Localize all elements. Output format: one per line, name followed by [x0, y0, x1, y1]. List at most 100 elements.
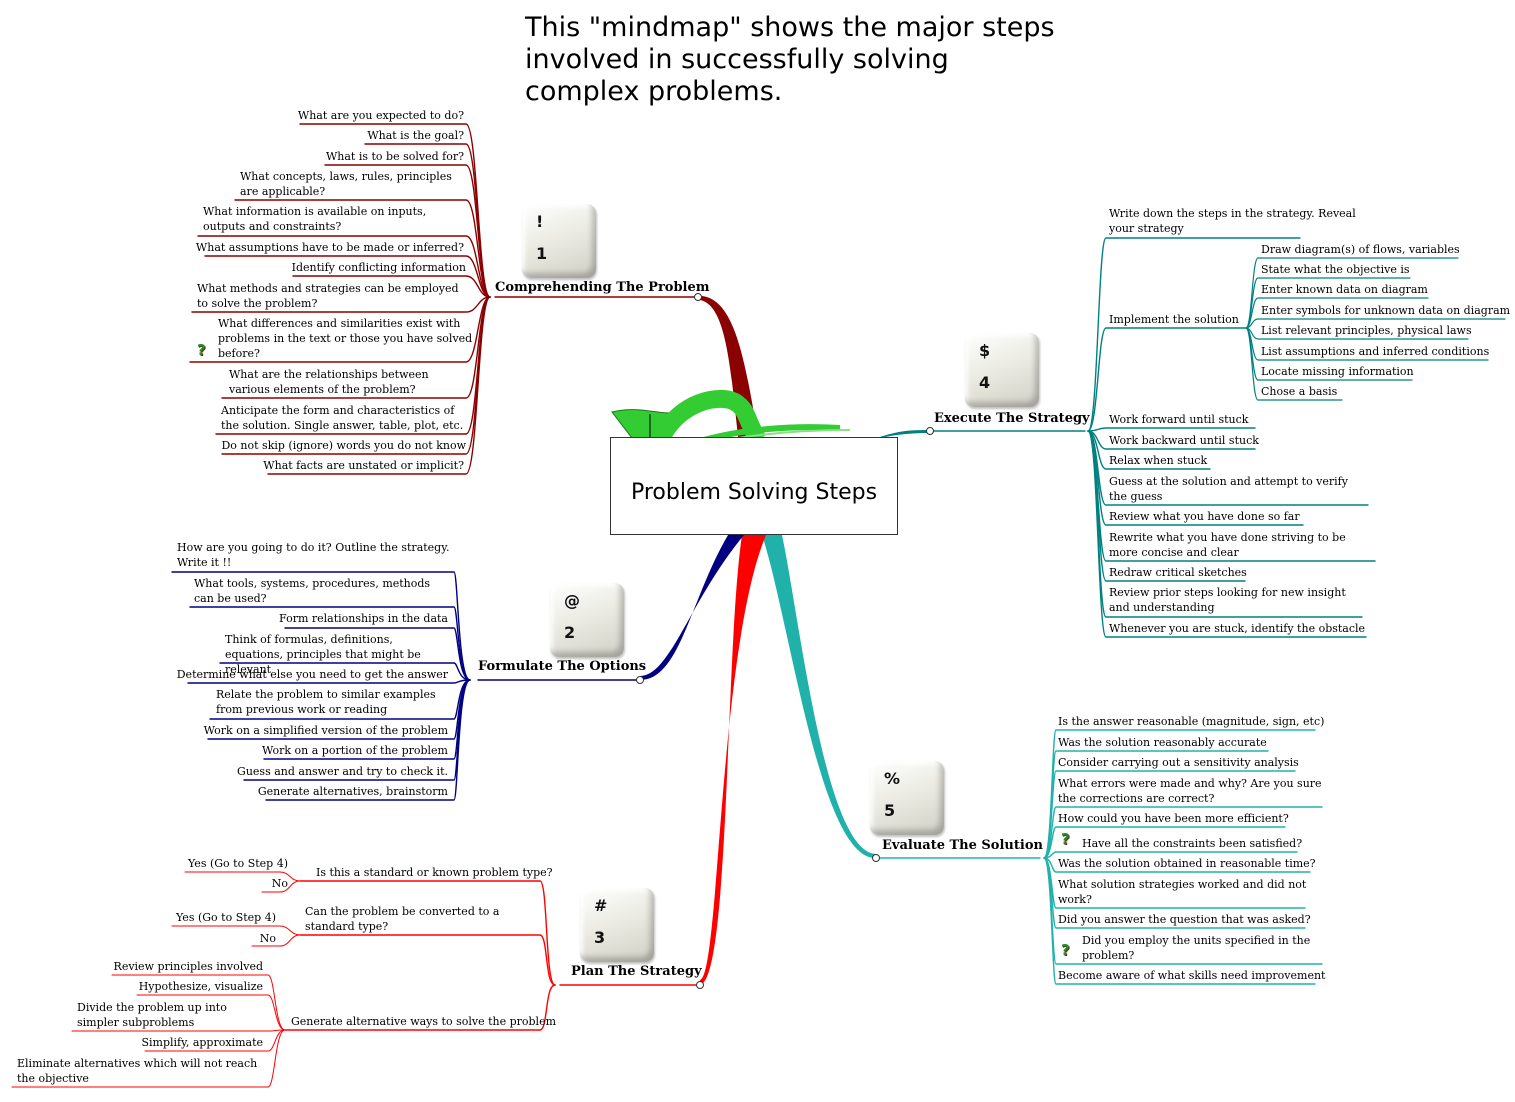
connector — [184, 871, 301, 882]
list-item[interactable]: Was the solution reasonably accurate — [1058, 736, 1267, 749]
list-item[interactable]: What errors were made and why? Are you s… — [1058, 777, 1322, 805]
node-dot — [694, 293, 702, 301]
keycap-number: 2 — [564, 623, 576, 642]
list-item[interactable]: List relevant principles, physical laws — [1261, 324, 1472, 337]
list-item[interactable]: Enter known data on diagram — [1261, 283, 1428, 296]
connector — [284, 984, 556, 1031]
list-item[interactable]: Divide the problem up into simpler subpr… — [77, 1001, 227, 1029]
keycap-symbol: @ — [564, 591, 580, 610]
plan-question-3[interactable]: Generate alternative ways to solve the p… — [291, 1015, 557, 1028]
list-item[interactable]: Hypothesize, visualize — [138, 980, 263, 993]
list-item[interactable]: What is the goal? — [367, 129, 464, 142]
plan-q2-yes[interactable]: Yes (Go to Step 4) — [176, 911, 276, 924]
list-item[interactable]: Review prior steps looking for new insig… — [1109, 586, 1346, 614]
list-item[interactable]: Work backward until stuck — [1109, 434, 1259, 447]
list-item[interactable]: Guess at the solution and attempt to ver… — [1109, 475, 1348, 503]
list-item[interactable]: Eliminate alternatives which will not re… — [17, 1057, 258, 1085]
list-item[interactable]: Work on a simplified version of the prob… — [203, 724, 448, 737]
connector — [111, 974, 286, 1031]
list-item[interactable]: What solution strategies worked and did … — [1058, 878, 1307, 906]
list-item[interactable]: How could you have been more efficient? — [1058, 812, 1289, 825]
list-item[interactable]: Identify conflicting information — [291, 261, 466, 274]
connector — [1043, 857, 1311, 873]
list-item[interactable]: Draw diagram(s) of flows, variables — [1261, 243, 1460, 256]
plan-q1-yes[interactable]: Yes (Go to Step 4) — [188, 857, 288, 870]
list-item[interactable]: What concepts, laws, rules, principles a… — [240, 170, 452, 198]
list-item[interactable]: Relax when stuck — [1109, 454, 1208, 467]
list-item[interactable]: Did you employ the units specified in th… — [1082, 934, 1311, 962]
list-item[interactable]: State what the objective is — [1261, 263, 1410, 276]
list-item[interactable]: Is the answer reasonable (magnitude, sig… — [1058, 715, 1325, 728]
keycap-symbol: % — [884, 769, 901, 788]
list-item[interactable]: What are the relationships between vario… — [229, 368, 429, 396]
branch-title-comprehend[interactable]: Comprehending The Problem — [495, 280, 710, 295]
connector — [299, 934, 556, 986]
keycap-4-icon: $ 4 — [965, 333, 1039, 407]
list-item[interactable]: Do not skip (ignore) words you do not kn… — [221, 439, 466, 452]
list-item[interactable]: Guess and answer and try to check it. — [237, 765, 448, 778]
plan-q1-no[interactable]: No — [271, 877, 288, 890]
list-item[interactable]: Simplify, approximate — [141, 1036, 263, 1049]
execute-implement[interactable]: Implement the solution — [1109, 313, 1239, 326]
list-item[interactable]: What information is available on inputs,… — [203, 205, 427, 233]
caption-line-2: involved in successfully solving — [525, 44, 949, 75]
connector — [221, 296, 491, 399]
connector — [1087, 427, 1256, 432]
list-item[interactable]: What tools, systems, procedures, methods… — [194, 577, 431, 605]
list-item[interactable]: What assumptions have to be made or infe… — [195, 241, 464, 254]
list-item[interactable]: Locate missing information — [1261, 365, 1414, 378]
connector — [191, 296, 491, 313]
trunk-evaluate — [762, 535, 876, 859]
node-dot — [872, 854, 880, 862]
list-item[interactable]: Relate the problem to similar examples f… — [216, 688, 436, 716]
list-item[interactable]: What is to be solved for? — [325, 150, 464, 163]
central-topic[interactable]: Problem Solving Steps — [610, 437, 898, 535]
list-item[interactable]: How are you going to do it? Outline the … — [177, 541, 450, 569]
trunk-plan — [700, 535, 766, 985]
list-item[interactable]: Was the solution obtained in reasonable … — [1058, 857, 1316, 870]
list-item[interactable]: Chose a basis — [1261, 385, 1338, 398]
list-item[interactable]: Have all the constraints been satisfied? — [1082, 837, 1303, 850]
list-item[interactable]: Whenever you are stuck, identify the obs… — [1109, 622, 1366, 635]
list-item[interactable]: Generate alternatives, brainstorm — [257, 785, 448, 798]
caption: This "mindmap" shows the major steps inv… — [525, 12, 1125, 108]
list-item[interactable]: Redraw critical sketches — [1109, 566, 1247, 579]
list-item[interactable]: Consider carrying out a sensitivity anal… — [1058, 756, 1299, 769]
keycap-symbol: ! — [536, 212, 544, 231]
arrow-icon — [611, 389, 851, 446]
plan-question-1[interactable]: Is this a standard or known problem type… — [316, 866, 553, 879]
list-item[interactable]: Anticipate the form and characteristics … — [221, 404, 464, 432]
keycap-symbol: # — [594, 896, 608, 915]
list-item[interactable]: What facts are unstated or implicit? — [263, 459, 464, 472]
list-item[interactable]: Write down the steps in the strategy. Re… — [1109, 207, 1356, 235]
keycap-number: 3 — [594, 928, 606, 947]
list-item[interactable]: Enter symbols for unknown data on diagra… — [1261, 304, 1511, 317]
node-dot — [926, 427, 934, 435]
list-item[interactable]: List assumptions and inferred conditions — [1261, 345, 1490, 358]
list-item[interactable]: Review principles involved — [113, 960, 263, 973]
node-dot — [636, 676, 644, 684]
trunk-execute — [880, 430, 930, 437]
list-item[interactable]: Become aware of what skills need improve… — [1058, 969, 1326, 982]
connector — [1245, 327, 1469, 340]
branch-title-plan[interactable]: Plan The Strategy — [571, 964, 702, 979]
connector — [261, 880, 301, 893]
list-item[interactable]: Determine what else you need to get the … — [176, 668, 448, 681]
branch-title-evaluate[interactable]: Evaluate The Solution — [882, 838, 1043, 853]
list-item[interactable]: Work on a portion of the problem — [261, 744, 448, 757]
list-item[interactable]: What differences and similarities exist … — [218, 317, 473, 360]
branch-title-execute[interactable]: Execute The Strategy — [934, 411, 1090, 426]
list-item[interactable]: Review what you have done so far — [1109, 510, 1300, 523]
plan-question-2[interactable]: Can the problem be converted to a standa… — [305, 905, 500, 933]
list-item[interactable]: Work forward until stuck — [1109, 413, 1249, 426]
plan-q2-no[interactable]: No — [259, 932, 276, 945]
branch-title-options[interactable]: Formulate The Options — [478, 659, 647, 674]
list-item[interactable]: What are you expected to do? — [297, 109, 464, 122]
list-item[interactable]: What methods and strategies can be emplo… — [197, 282, 459, 310]
keycap-symbol: $ — [979, 341, 991, 360]
list-item[interactable]: Did you answer the question that was ask… — [1058, 913, 1311, 926]
list-item[interactable]: Think of formulas, definitions, equation… — [225, 633, 421, 676]
connector — [171, 925, 301, 936]
list-item[interactable]: Rewrite what you have done striving to b… — [1109, 531, 1346, 559]
list-item[interactable]: Form relationships in the data — [279, 612, 448, 625]
